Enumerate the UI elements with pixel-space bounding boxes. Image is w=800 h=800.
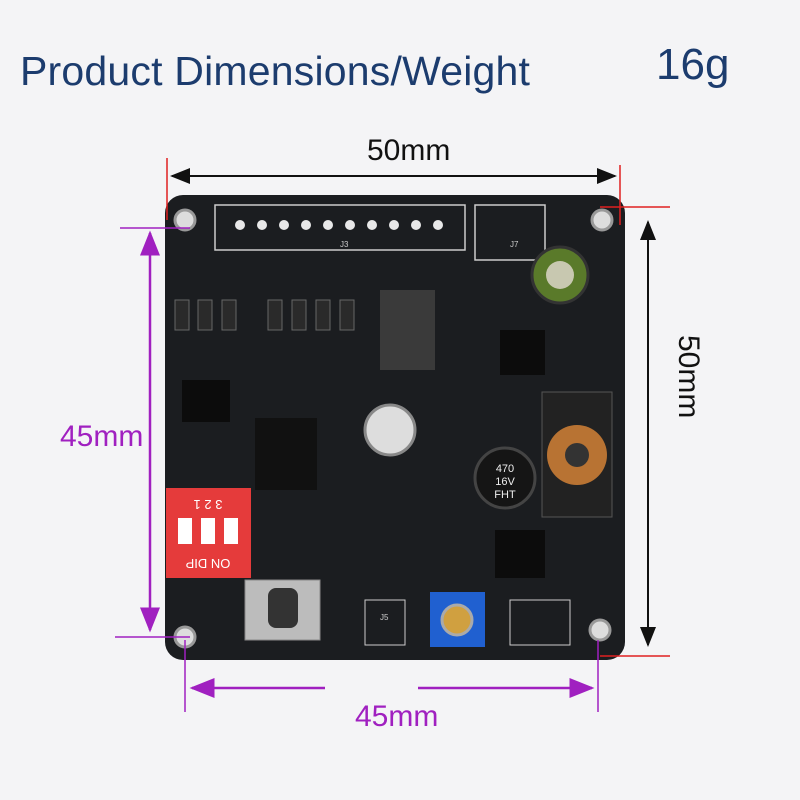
- left-spacing-label: 45mm: [60, 420, 144, 453]
- right-height-label: 50mm: [672, 335, 705, 419]
- capacitor-label-1: 470: [496, 463, 514, 475]
- label-j7: J7: [510, 240, 519, 249]
- dip-label: ON DIP: [186, 556, 231, 571]
- label-j3: J3: [340, 240, 349, 249]
- page-title: Product Dimensions/Weight: [20, 48, 531, 94]
- bottom-spacing-label: 45mm: [355, 700, 439, 733]
- weight-label: 16g: [656, 40, 730, 89]
- capacitor-label-2: 16V: [495, 476, 515, 488]
- top-width-label: 50mm: [367, 134, 451, 167]
- label-j5: J5: [380, 613, 389, 622]
- circuit-board: 470 16V FHT 3 2 1 ON DIP J3 J7 J5: [165, 195, 625, 660]
- capacitor-label-3: FHT: [494, 489, 516, 501]
- dip-numbers: 3 2 1: [194, 497, 223, 512]
